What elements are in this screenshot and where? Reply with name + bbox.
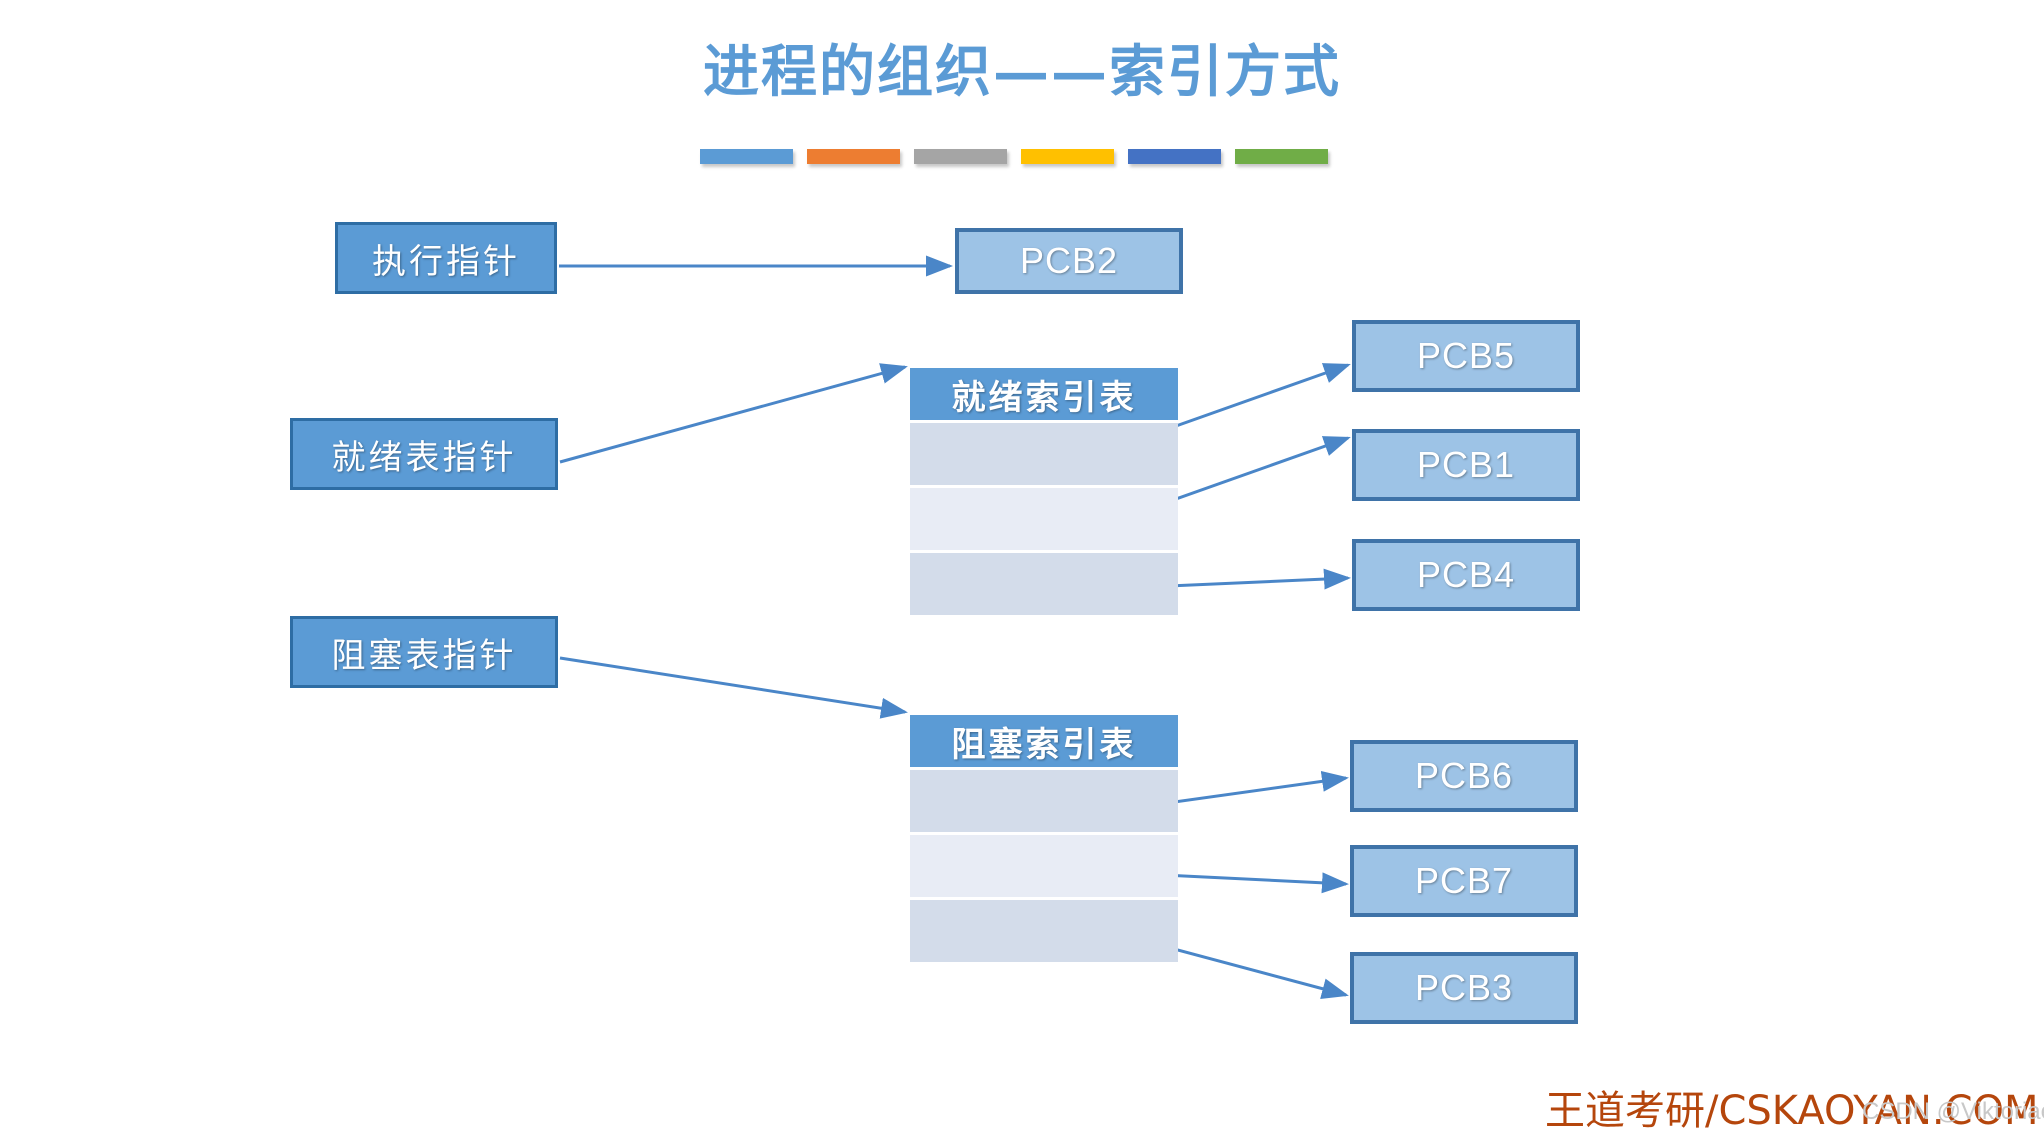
ready-index-table-row-3[interactable] [910,553,1178,615]
pcb7-box[interactable]: PCB7 [1350,845,1578,917]
title-accent-bars [700,149,1328,164]
ready-index-table-row-1[interactable] [910,423,1178,485]
pcb5-box[interactable]: PCB5 [1352,320,1580,392]
blocked-pointer-box[interactable]: 阻塞表指针 [290,616,558,688]
blocked-pointer-label: 阻塞表指针 [331,635,517,676]
blocked-index-table-header: 阻塞索引表 [910,715,1178,767]
page-title: 进程的组织——索引方式 [703,39,1341,105]
ready-index-table: 就绪索引表 [910,368,1178,615]
accent-bar-6 [1235,149,1328,164]
ready-pointer-box[interactable]: 就绪表指针 [290,418,558,490]
pcb3-label: PCB3 [1414,967,1514,1008]
blocked-pointer-to-blocked-table-arrow [559,656,908,719]
pcb4-box[interactable]: PCB4 [1352,539,1580,611]
pcb1-box[interactable]: PCB1 [1352,429,1580,501]
pcb3-box[interactable]: PCB3 [1350,952,1578,1024]
accent-bar-4 [1021,149,1114,164]
pcb4-label: PCB4 [1416,554,1516,595]
exec-pointer-box[interactable]: 执行指针 [335,222,557,294]
blocked-index-table-row-3[interactable] [910,900,1178,962]
blocked-index-table-row-1[interactable] [910,770,1178,832]
brand-watermark: 王道考研/CSKAOYAN.COM [1545,1088,2039,1134]
accent-bar-3 [914,149,1007,164]
pcb6-box[interactable]: PCB6 [1350,740,1578,812]
pcb2-label: PCB2 [1019,240,1119,281]
pcb7-label: PCB7 [1414,860,1514,901]
accent-bar-5 [1128,149,1221,164]
accent-bar-2 [807,149,900,164]
ready-index-table-header: 就绪索引表 [910,368,1178,420]
pcb2-box[interactable]: PCB2 [955,228,1183,294]
pcb6-label: PCB6 [1414,755,1514,796]
ready-index-table-row-2[interactable] [910,488,1178,550]
exec-pointer-label: 执行指针 [372,241,520,282]
pcb1-label: PCB1 [1416,444,1516,485]
blocked-index-table-row-2[interactable] [910,835,1178,897]
accent-bar-1 [700,149,793,164]
csdn-watermark: CSDN @Viktoriae [1862,1098,2044,1125]
blocked-index-table: 阻塞索引表 [910,715,1178,962]
ready-pointer-label: 就绪表指针 [331,437,517,478]
title-block: 进程的组织——索引方式 [0,39,2044,105]
ready-pointer-to-ready-table-arrow [559,363,908,464]
pcb5-label: PCB5 [1416,335,1516,376]
